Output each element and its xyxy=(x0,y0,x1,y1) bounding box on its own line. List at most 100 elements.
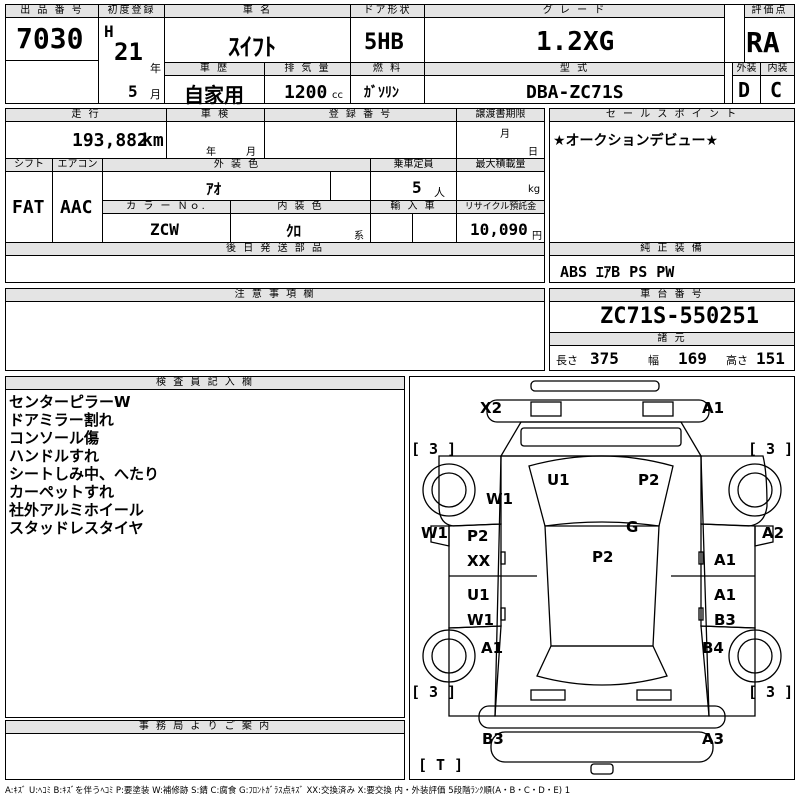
displacement: 1200 xyxy=(284,82,328,103)
tire-tread-front-left: [ 3 ] xyxy=(411,440,457,458)
inspector-label: 検 査 員 記 入 欄 xyxy=(5,376,405,390)
sales-point-label: セ ー ル ス ポ イ ン ト xyxy=(549,108,795,122)
tire-tread-rear-right: [ 3 ] xyxy=(748,683,794,701)
inspector-note: ドアミラー割れ xyxy=(9,411,114,429)
interior-color: ｸﾛ xyxy=(286,222,302,240)
registration-month: 5 xyxy=(128,82,138,101)
max-load-unit: kg xyxy=(528,184,541,195)
mark-x2: X2 xyxy=(480,399,503,417)
mark-a1-left-rear: A1 xyxy=(481,639,504,657)
shift-type: FAT xyxy=(12,197,45,218)
tire-tread-rear-left: [ 3 ] xyxy=(411,683,457,701)
era-letter: H xyxy=(104,22,114,41)
grade-label: グ レ ー ド xyxy=(424,4,725,18)
inspection-label: 車 検 xyxy=(166,108,265,122)
history-label: 車 歴 xyxy=(164,62,265,76)
mark-w1-windshield: W1 xyxy=(486,490,513,508)
car-damage-diagram xyxy=(422,380,782,775)
mark-a2-right: A2 xyxy=(762,524,785,542)
import-label: 輸 入 車 xyxy=(370,200,457,214)
fuel-label: 燃 料 xyxy=(350,62,425,76)
inspector-note: スタッドレスタイヤ xyxy=(9,519,144,537)
model-label: 型 式 xyxy=(424,62,725,76)
aircon-type: AAC xyxy=(60,197,93,218)
inspector-note: ハンドルすれ xyxy=(9,447,100,465)
dimensions-label: 諸 元 xyxy=(549,332,795,346)
mark-b4-right: B4 xyxy=(702,639,724,657)
inspection-year-unit: 年 xyxy=(206,147,216,158)
history: 自家用 xyxy=(184,83,244,107)
rating: RA xyxy=(746,26,780,59)
width-label: 幅 xyxy=(648,354,659,367)
car-name-label: 車 名 xyxy=(164,4,351,18)
mileage-label: 走 行 xyxy=(5,108,167,122)
mark-w1-left-door: W1 xyxy=(467,611,494,629)
exterior-color: ｱｵ xyxy=(206,180,222,198)
office-label: 事 務 局 よ り ご 案 内 xyxy=(5,720,405,734)
chassis-number: ZC71S-550251 xyxy=(600,304,759,329)
height-label: 高さ xyxy=(726,354,748,367)
car-diagram-frame xyxy=(409,376,795,780)
mileage-unit: km xyxy=(142,130,164,151)
color-number-label: カ ラ ー Ｎｏ. xyxy=(102,200,231,214)
inspector-note: カーペットすれ xyxy=(9,483,115,501)
year-unit: 年 xyxy=(150,62,161,75)
mark-b3-rear: B3 xyxy=(482,730,504,748)
inspector-note: シートしみ中、へたり xyxy=(9,465,160,483)
displacement-label: 排 気 量 xyxy=(264,62,351,76)
transfer-month-unit: 月 xyxy=(500,129,510,140)
chassis-number-label: 車 台 番 号 xyxy=(549,288,795,302)
door-type-label: ドア形状 xyxy=(350,4,425,18)
inspector-note: 社外アルミホイール xyxy=(9,501,144,519)
mark-a1-right-rear: A1 xyxy=(714,586,737,604)
transfer-deadline-label: 譲渡書期限 xyxy=(456,108,545,122)
color-number: ZCW xyxy=(150,220,179,239)
capacity: 5 xyxy=(412,178,422,197)
lot-number-label: 出 品 番 号 xyxy=(5,4,99,18)
mark-a3-rear: A3 xyxy=(702,730,725,748)
transfer-day-unit: 日 xyxy=(528,147,538,158)
mark-xx-left: XX xyxy=(467,552,491,570)
mark-u1-roof: U1 xyxy=(547,471,570,489)
model-code: DBA-ZC71S xyxy=(526,82,624,103)
car-name: ｽｲﾌﾄ xyxy=(228,33,276,61)
registration-year: 21 xyxy=(114,38,143,66)
mark-p2-left: P2 xyxy=(467,527,489,545)
interior-color-label: 内 装 色 xyxy=(230,200,371,214)
mark-u1-left: U1 xyxy=(467,586,490,604)
interior-grade: C xyxy=(770,78,783,102)
exterior-grade: D xyxy=(738,78,751,102)
rating-label: 評価点 xyxy=(744,4,795,18)
fuel: ｶﾞｿﾘﾝ xyxy=(364,85,399,101)
equipment-list: ABS ｴｱB PS PW xyxy=(560,263,675,281)
equipment-label: 純 正 装 備 xyxy=(549,242,795,256)
month-unit: 月 xyxy=(150,88,161,101)
first-registration-label: 初度登録 xyxy=(98,4,165,18)
exterior-color-label: 外 装 色 xyxy=(102,158,372,172)
length-label: 長さ xyxy=(556,354,578,367)
legend: A:ｷｽﾞ U:ﾍｺﾐ B:ｷｽﾞを伴うﾍｺﾐ P:要塗装 W:補修跡 S:錆 … xyxy=(5,786,571,796)
shift-label: シフト xyxy=(5,158,53,172)
lot-number: 7030 xyxy=(16,22,84,55)
inspector-notes: センターピラーW ドアミラー割れ コンソール傷 ハンドルすれ シートしみ中、へた… xyxy=(9,393,159,537)
exterior-grade-label: 外装 xyxy=(732,62,761,76)
height-value: 151 xyxy=(756,349,785,368)
max-load-label: 最大積載量 xyxy=(456,158,545,172)
notes-label: 注 意 事 項 欄 xyxy=(5,288,545,302)
spare-tire-tread: [ T ] xyxy=(418,756,464,774)
mark-p2-roof: P2 xyxy=(638,471,660,489)
mark-p2-center: P2 xyxy=(592,548,614,566)
inspector-note: センターピラーW xyxy=(9,393,131,411)
recycle-deposit: 10,090 xyxy=(470,220,528,239)
interior-grade-label: 内装 xyxy=(760,62,795,76)
aircon-label: エアコン xyxy=(52,158,103,172)
sales-point-text: ★オークションデビュー★ xyxy=(553,133,719,149)
mileage: 193,882 xyxy=(72,130,148,151)
mark-a1-front: A1 xyxy=(702,399,725,417)
width-value: 169 xyxy=(678,349,707,368)
capacity-unit: 人 xyxy=(434,186,445,199)
mark-g: G xyxy=(626,518,639,536)
later-parts-label: 後 日 発 送 部 品 xyxy=(5,242,545,256)
capacity-label: 乗車定員 xyxy=(370,158,457,172)
grade: 1.2XG xyxy=(536,27,615,57)
